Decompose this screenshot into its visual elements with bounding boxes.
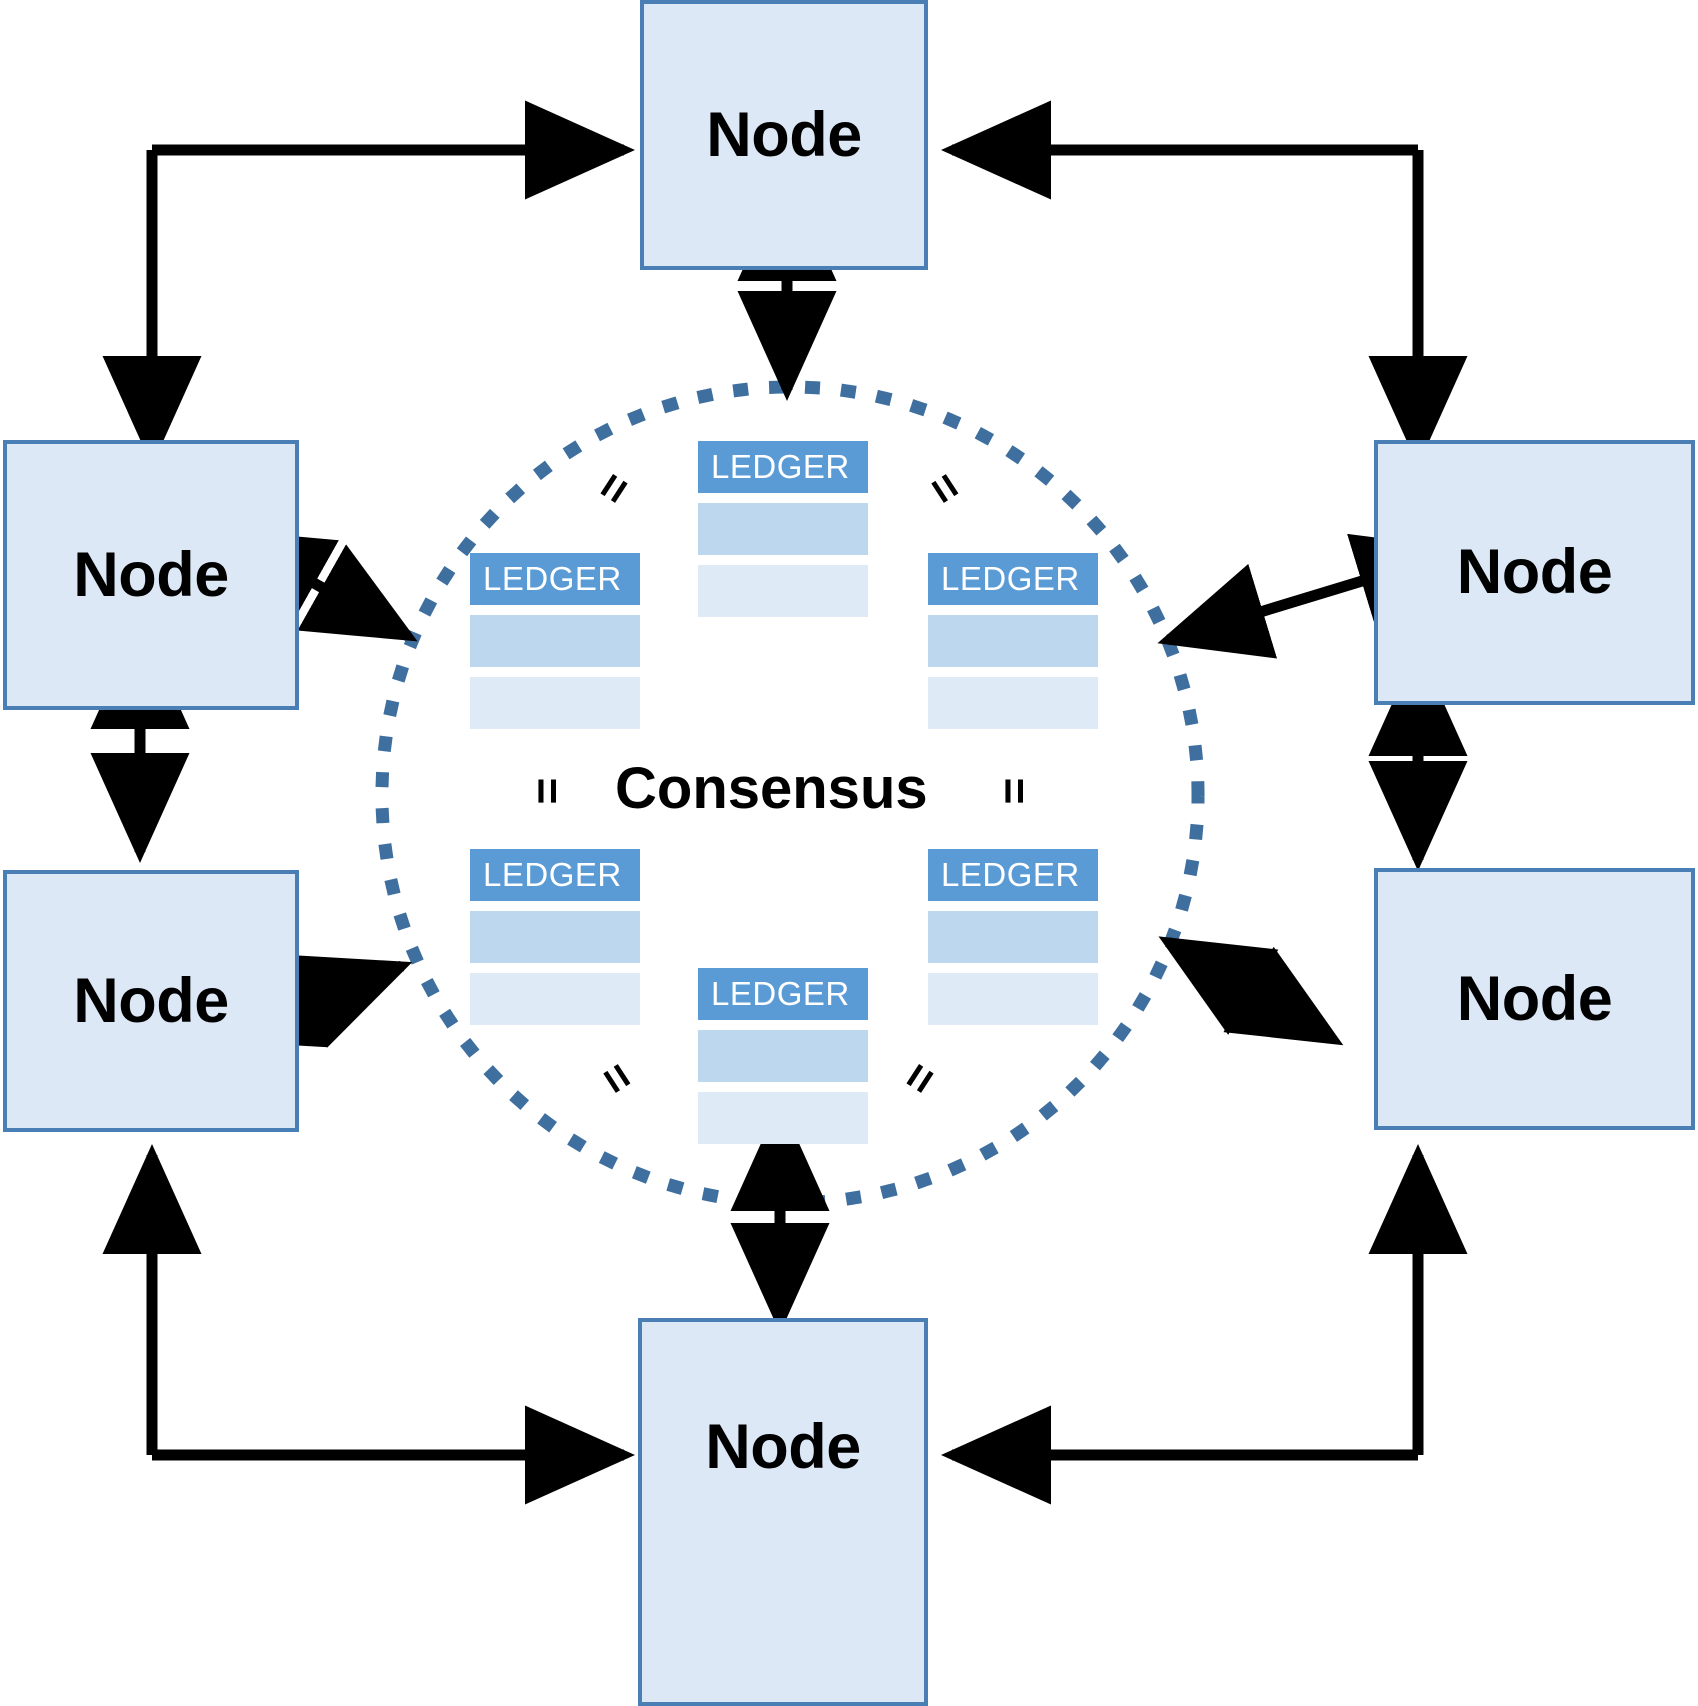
consensus-circle — [375, 380, 1205, 1210]
conn-left-upper-to-top — [102, 100, 635, 466]
conn-right-lower-to-bottom — [941, 1144, 1468, 1505]
ledger-upper-left[interactable]: LEDGER — [470, 553, 640, 729]
ledger-upper-left-row-1 — [470, 615, 640, 667]
node-left-upper-label: Node — [73, 539, 229, 610]
equals-mark-mid-left: = — [520, 777, 573, 805]
node-bottom-label: Node — [705, 1411, 861, 1482]
ledger-lower-right-row-2 — [928, 973, 1098, 1025]
equals-mark-mid-right: = — [987, 777, 1040, 805]
conn-right-upper-to-top — [941, 100, 1468, 466]
conn-left-lower-to-bottom — [102, 1144, 635, 1505]
ledger-upper-right-row-2 — [928, 677, 1098, 729]
ledger-lower-right-row-1 — [928, 911, 1098, 963]
ledger-top-header: LEDGER — [698, 441, 868, 493]
conn-right-lower-to-circle — [1158, 936, 1344, 1046]
ledger-top[interactable]: LEDGER — [698, 441, 868, 617]
conn-left-upper-to-circle — [218, 529, 418, 642]
ledger-upper-right-header: LEDGER — [928, 553, 1098, 605]
node-right-lower-label: Node — [1456, 963, 1613, 1034]
node-left-lower[interactable]: Node — [3, 870, 299, 1132]
ledger-top-row-2 — [698, 565, 868, 617]
node-left-upper[interactable]: Node — [3, 440, 299, 710]
ledger-lower-right[interactable]: LEDGER — [928, 849, 1098, 1025]
ledger-bottom-row-1 — [698, 1030, 868, 1082]
ledger-top-row-1 — [698, 503, 868, 555]
ledger-lower-left-row-2 — [470, 973, 640, 1025]
ledger-upper-left-header: LEDGER — [470, 553, 640, 605]
node-right-upper-label: Node — [1456, 537, 1613, 607]
ledger-upper-right[interactable]: LEDGER — [928, 553, 1098, 729]
consensus-label: Consensus — [615, 756, 928, 821]
node-left-lower-label: Node — [73, 965, 229, 1036]
ledger-lower-left-row-1 — [470, 911, 640, 963]
conn-left-lower-to-circle — [207, 954, 413, 1048]
ledger-upper-right-row-1 — [928, 615, 1098, 667]
ledger-bottom-row-2 — [698, 1092, 868, 1144]
ledger-lower-right-header: LEDGER — [928, 849, 1098, 901]
node-top-label: Node — [706, 99, 862, 170]
conn-right-upper-to-circle — [1157, 533, 1467, 659]
ledger-bottom[interactable]: LEDGER — [698, 968, 868, 1144]
node-top[interactable]: Node — [640, 0, 928, 270]
ledger-lower-left-header: LEDGER — [470, 849, 640, 901]
ledger-upper-left-row-2 — [470, 677, 640, 729]
node-bottom[interactable]: Node — [638, 1318, 928, 1706]
ledger-bottom-header: LEDGER — [698, 968, 868, 1020]
ledger-lower-left[interactable]: LEDGER — [470, 849, 640, 1025]
node-right-upper[interactable]: Node — [1374, 440, 1695, 705]
node-right-lower[interactable]: Node — [1374, 868, 1695, 1130]
